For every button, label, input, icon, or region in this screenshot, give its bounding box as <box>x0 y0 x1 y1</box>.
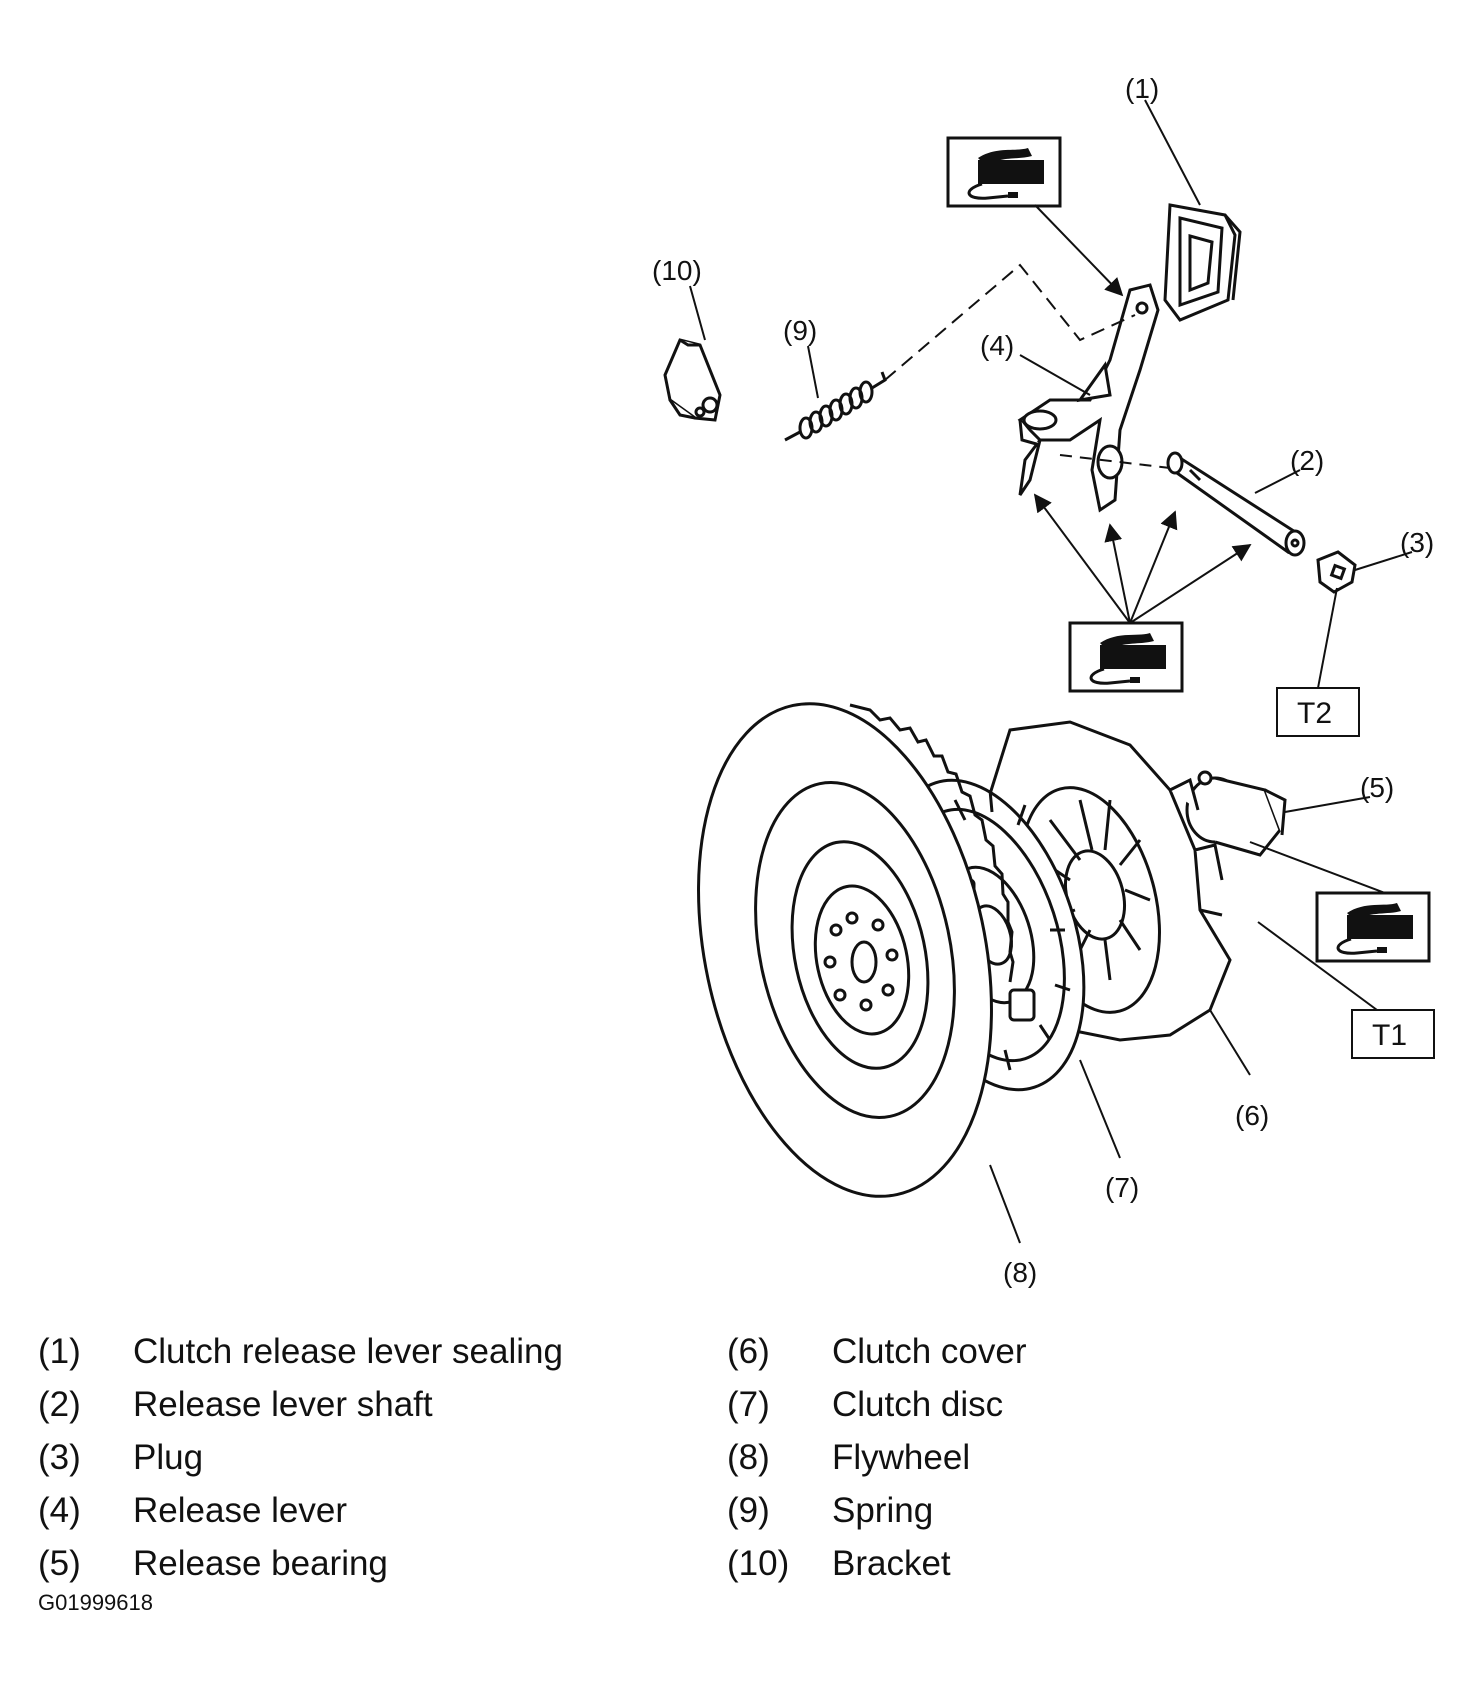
callout-9: (9) <box>783 315 817 346</box>
clutch-exploded-diagram: (1) (2) (3) (4) (5) (6) (7) (8) (9) (10)… <box>652 73 1435 1288</box>
release-bearing-part <box>1185 770 1287 857</box>
callout-6: (6) <box>1235 1100 1269 1131</box>
legend-item: (1)Clutch release lever sealing <box>38 1331 563 1371</box>
legend-item: (2)Release lever shaft <box>38 1384 433 1424</box>
callout-10: (10) <box>652 255 702 286</box>
legend-item: (5)Release bearing <box>38 1543 388 1583</box>
svg-text:T1: T1 <box>1372 1019 1407 1052</box>
bracket-part <box>663 338 722 422</box>
torque-box-t2: T2 <box>1276 687 1360 737</box>
figure-code: G01999618 <box>38 1590 153 1615</box>
callout-4: (4) <box>980 330 1014 361</box>
callout-1: (1) <box>1125 73 1159 104</box>
svg-text:T2: T2 <box>1297 697 1332 730</box>
callout-3: (3) <box>1400 527 1434 558</box>
callout-2: (2) <box>1290 445 1324 476</box>
grease-symbol-icon <box>946 136 1062 208</box>
legend-column-right: (6)Clutch cover (7)Clutch disc (8)Flywhe… <box>727 1325 1027 1590</box>
legend-item: (8)Flywheel <box>727 1437 971 1477</box>
spring-part <box>784 371 887 442</box>
assembly-line <box>884 263 1136 381</box>
callout-8: (8) <box>1003 1257 1037 1288</box>
plug-part <box>1316 550 1357 594</box>
callout-5: (5) <box>1360 772 1394 803</box>
release-lever-part <box>1017 283 1160 513</box>
callout-7: (7) <box>1105 1172 1139 1203</box>
grease-symbol-icon <box>1068 621 1184 693</box>
legend-item: (7)Clutch disc <box>727 1384 1004 1424</box>
legend-column-left: (1)Clutch release lever sealing (2)Relea… <box>38 1325 563 1590</box>
release-lever-shaft-part <box>1166 451 1306 557</box>
grease-symbol-icon <box>1315 891 1431 963</box>
legend-item: (3)Plug <box>38 1437 204 1477</box>
legend-item: (6)Clutch cover <box>727 1331 1027 1371</box>
legend-item: (9)Spring <box>727 1490 934 1530</box>
legend-item: (10)Bracket <box>727 1543 951 1583</box>
release-lever-sealing-part <box>1163 203 1242 322</box>
torque-box-t1: T1 <box>1351 1009 1435 1059</box>
parts-legend: (1)Clutch release lever sealing (2)Relea… <box>0 1325 1481 1625</box>
legend-item: (4)Release lever <box>38 1490 347 1530</box>
flywheel-part <box>697 702 1015 1198</box>
leader-lines <box>689 99 1413 1244</box>
